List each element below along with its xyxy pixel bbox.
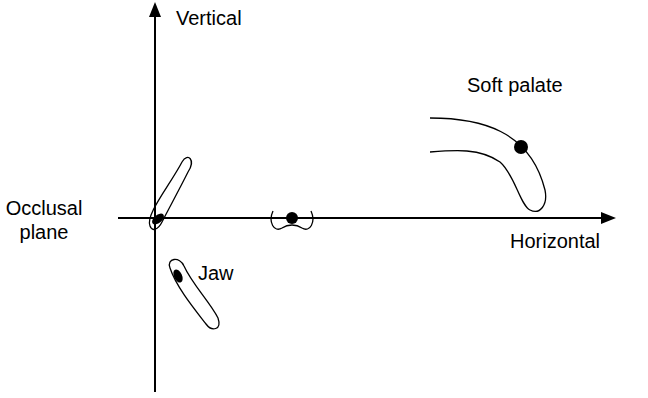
axis-arrowhead — [149, 2, 161, 17]
vertical-axis — [154, 14, 156, 392]
soft-palate-dot — [514, 140, 528, 154]
occlusal-contour — [149, 157, 191, 229]
midpoint-dot — [286, 212, 298, 224]
horizontal-axis — [118, 217, 602, 219]
plane-label: Occlusal plane — [2, 196, 86, 244]
axis-label: Horizontal — [510, 229, 600, 253]
soft-palate-contour — [430, 118, 546, 211]
part-label: Soft palate — [467, 73, 563, 97]
axis-arrowhead — [601, 212, 616, 224]
occlusal-dot — [150, 211, 166, 226]
jaw-dot — [171, 268, 184, 284]
axis-label: Vertical — [176, 6, 242, 30]
midpoint-contour — [271, 211, 313, 229]
part-label: Jaw — [198, 261, 234, 285]
